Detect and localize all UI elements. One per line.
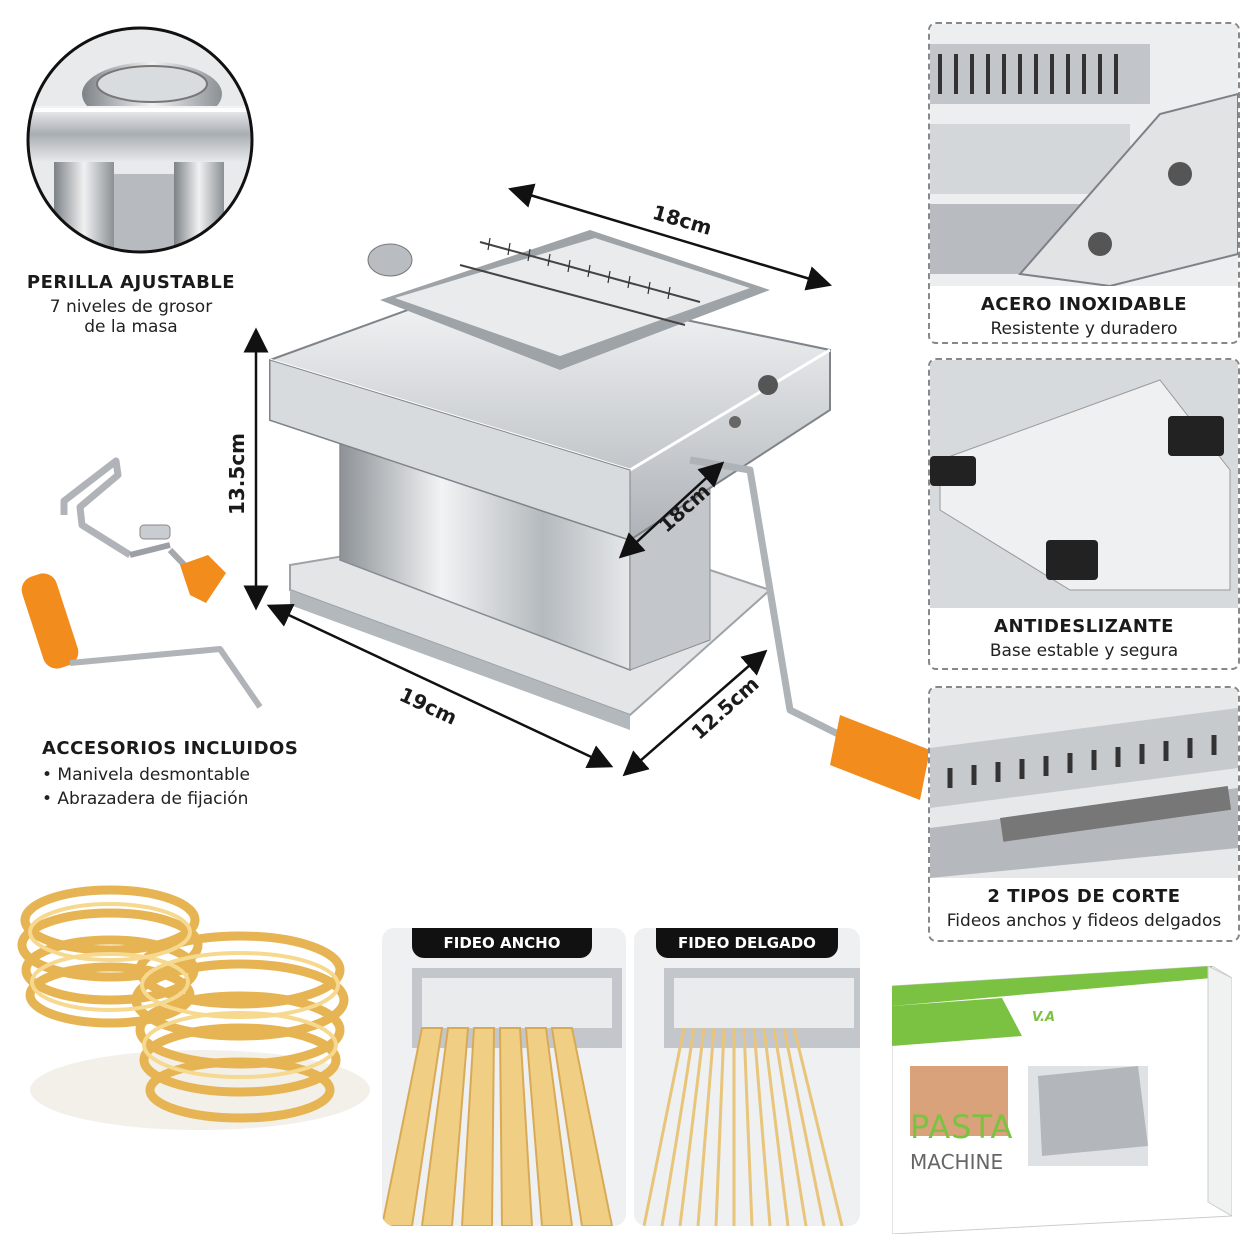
feature-cuts-image <box>930 688 1238 878</box>
feature-panel-cuts: 2 TIPOS DE CORTE Fideos anchos y fideos … <box>928 686 1240 942</box>
clamp-frame <box>60 457 132 558</box>
cut-panel-wide: FIDEO ANCHO <box>382 928 626 1226</box>
feature-cuts-subtitle: Fideos anchos y fideos delgados <box>946 911 1222 931</box>
feature-panel-nonslip: ANTIDESLIZANTE Base estable y segura <box>928 358 1240 670</box>
product-box-illustration <box>891 965 1233 1235</box>
product-box: V.A PASTA MACHINE <box>891 965 1233 1235</box>
box-title-line2: MACHINE <box>910 1150 1004 1174</box>
knob-closeup <box>24 24 256 256</box>
main-crank-orange-grip <box>830 715 930 800</box>
accessories-title: ACCESORIOS INCLUIDOS <box>42 738 299 759</box>
clamp-orange-screw <box>180 555 226 603</box>
accessories-item-2: • Abrazadera de fijación <box>42 789 249 809</box>
pasta-nests-illustration <box>0 840 372 1140</box>
knob-line1: 7 niveles de grosor <box>49 297 213 317</box>
feature-panel-steel: ACERO INOXIDABLE Resistente y duradero <box>928 22 1240 344</box>
accessories-illustration <box>20 455 280 715</box>
knob-title: PERILLA AJUSTABLE <box>26 272 236 293</box>
feature-steel-subtitle: Resistente y duradero <box>990 319 1178 339</box>
knob-closeup-illustration <box>26 26 254 254</box>
accessories-item-1: • Manivela desmontable <box>42 765 250 785</box>
cut-panel-thin-label: FIDEO DELGADO <box>656 928 838 958</box>
pasta-machine-main <box>230 170 930 810</box>
box-title-line1: PASTA <box>910 1108 1014 1146</box>
dim-height: 13.5cm <box>225 432 250 516</box>
crank-orange-grip <box>21 573 79 669</box>
cut-panel-thin: FIDEO DELGADO <box>634 928 860 1226</box>
feature-cuts-title: 2 TIPOS DE CORTE <box>987 886 1181 907</box>
feature-steel-title: ACERO INOXIDABLE <box>980 294 1188 315</box>
crank-rod <box>69 646 263 709</box>
feature-steel-image <box>930 24 1238 288</box>
cut-panel-wide-label: FIDEO ANCHO <box>412 928 592 958</box>
accessories-caption: ACCESORIOS INCLUIDOS • Manivela desmonta… <box>42 738 342 809</box>
knob-caption: PERILLA AJUSTABLE 7 niveles de grosor de… <box>0 272 262 337</box>
wide-noodles-image <box>382 968 622 1226</box>
knob-line2: de la masa <box>84 317 178 337</box>
feature-nonslip-subtitle: Base estable y segura <box>989 641 1179 661</box>
thin-noodles-image <box>642 968 860 1226</box>
feature-nonslip-title: ANTIDESLIZANTE <box>994 616 1174 637</box>
feature-nonslip-image <box>930 360 1238 608</box>
box-brand: V.A <box>1032 1010 1056 1025</box>
